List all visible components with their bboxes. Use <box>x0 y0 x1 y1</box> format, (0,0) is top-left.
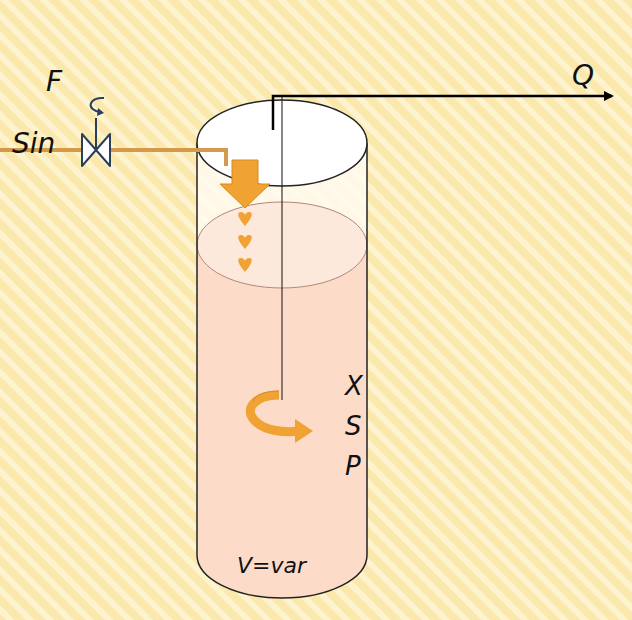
reactor-tank <box>195 95 370 605</box>
stream-label: Sin <box>12 130 55 158</box>
stream-label: Q <box>572 62 594 90</box>
variable-label: V=var <box>237 555 306 577</box>
variable-label: S <box>345 413 362 439</box>
variable-label: P <box>345 453 361 479</box>
variable-label: X <box>345 373 363 399</box>
stream-label: F <box>46 68 62 96</box>
reactor-vessel: XSP V=var <box>195 95 370 605</box>
